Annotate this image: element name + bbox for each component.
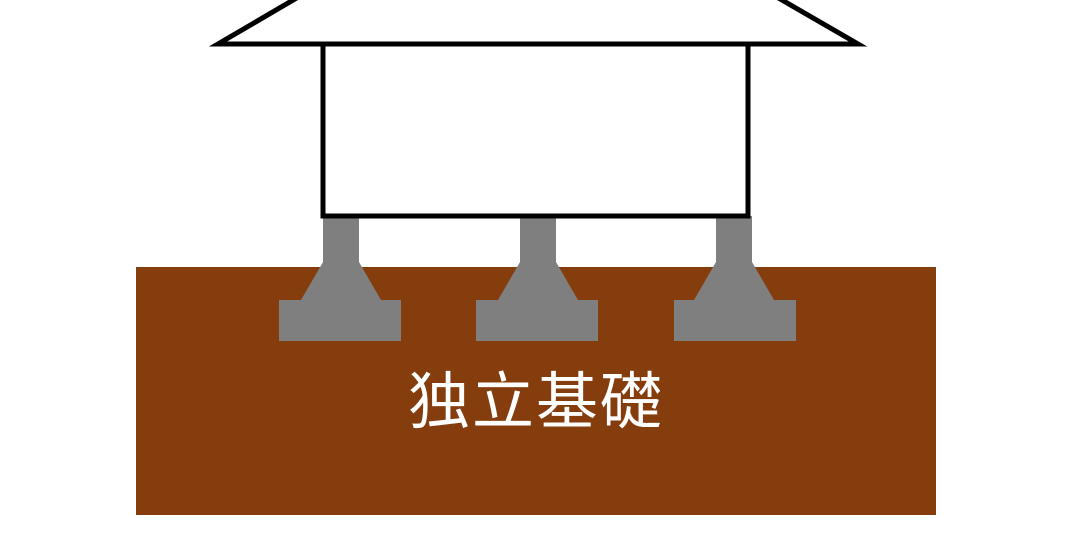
footing-left xyxy=(279,216,401,341)
footing-center xyxy=(476,216,598,341)
foundation-label: 独立基礎 xyxy=(407,365,664,438)
footing-right xyxy=(674,216,796,341)
house-roof xyxy=(208,0,868,47)
house-body xyxy=(320,41,751,219)
